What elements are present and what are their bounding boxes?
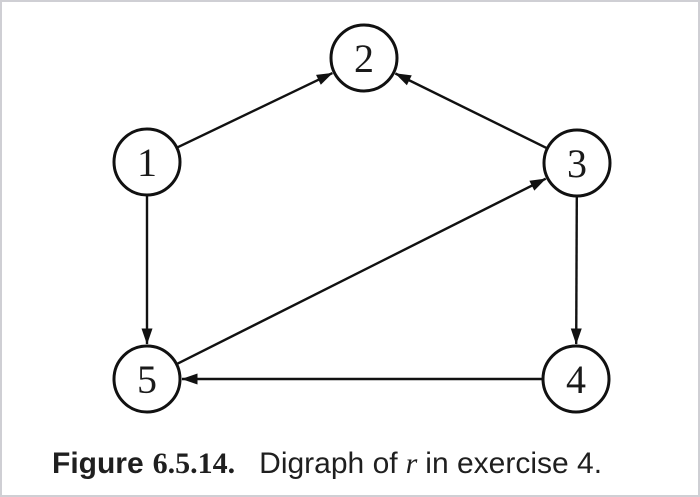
graph-node-circle-2 xyxy=(329,23,399,93)
graph-edge-1-to-2 xyxy=(176,72,333,149)
graph-node-3: 3 xyxy=(542,128,612,198)
graph-node-5: 5 xyxy=(112,344,182,414)
digraph-canvas: 1 2 3 4 5 xyxy=(112,23,612,414)
graph-edge-3-to-2 xyxy=(394,72,548,150)
nodes-layer: 1 2 3 4 5 xyxy=(112,23,612,414)
graph-node-circle-5 xyxy=(112,344,182,414)
graph-node-label-3: 3 xyxy=(567,141,587,186)
caption-figure-label: Figure xyxy=(52,447,144,480)
caption-relation-symbol: r xyxy=(405,447,418,480)
graph-node-circle-1 xyxy=(112,127,182,197)
graph-edge-5-to-3 xyxy=(175,177,547,366)
graph-node-1: 1 xyxy=(112,127,182,197)
graph-edge-3-to-4 xyxy=(570,195,582,345)
graph-node-2: 2 xyxy=(329,23,399,93)
graph-node-label-5: 5 xyxy=(137,357,157,402)
graph-node-label-1: 1 xyxy=(137,140,157,185)
caption-text-after-symbol: in exercise 4. xyxy=(425,447,603,480)
graph-node-label-4: 4 xyxy=(566,357,586,402)
graph-node-4: 4 xyxy=(541,344,611,414)
edges-layer xyxy=(141,72,582,385)
graph-node-label-2: 2 xyxy=(354,36,374,81)
caption-figure-number: 6.5.14. xyxy=(152,447,236,480)
caption-text-before-symbol: Digraph of xyxy=(259,447,398,480)
graph-node-circle-4 xyxy=(541,344,611,414)
graph-node-circle-3 xyxy=(542,128,612,198)
